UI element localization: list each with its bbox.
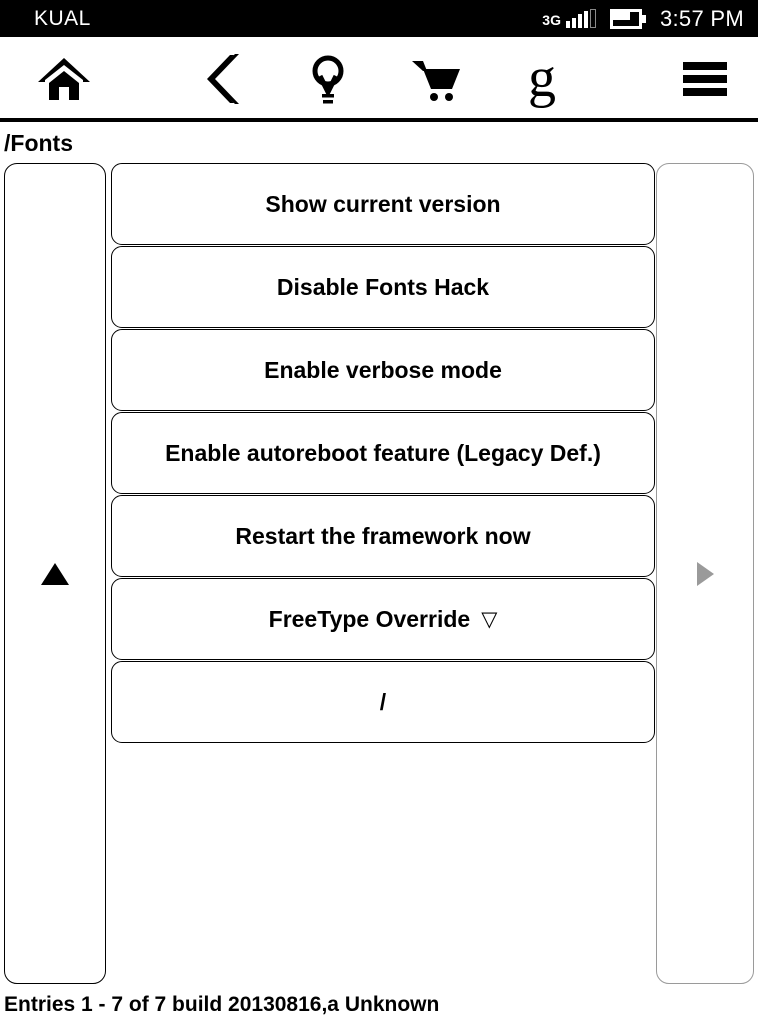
svg-text:g: g <box>528 50 556 108</box>
submenu-triangle-icon: ▽ <box>481 607 498 631</box>
signal-indicator: 3G <box>542 9 596 28</box>
clock-label: 3:57 PM <box>659 5 744 31</box>
battery-icon <box>609 8 646 29</box>
toolbar-separator <box>0 118 758 122</box>
breadcrumb: /Fonts <box>4 130 73 156</box>
light-button[interactable] <box>288 37 368 120</box>
home-button[interactable] <box>18 37 110 120</box>
menu-item[interactable]: / <box>111 661 655 743</box>
menu-item-label: Enable autoreboot feature (Legacy Def.) <box>165 439 601 466</box>
triangle-up-icon <box>41 562 69 585</box>
triangle-right-icon <box>696 561 714 586</box>
menu-item-label: Disable Fonts Hack <box>276 273 490 300</box>
menu-item-label: Show current version <box>265 190 501 217</box>
menu-item[interactable]: Enable verbose mode <box>111 329 655 411</box>
menu-item-label: / <box>379 688 387 715</box>
network-type-label: 3G <box>542 12 561 28</box>
goodreads-button[interactable]: g <box>505 37 579 120</box>
back-button[interactable] <box>178 37 264 120</box>
menu-item-label: Restart the framework now <box>235 522 531 549</box>
menu-item-label: FreeType Override <box>268 605 471 632</box>
cart-icon <box>412 60 460 101</box>
home-icon <box>38 57 90 100</box>
menu-item[interactable]: Restart the framework now <box>111 495 655 577</box>
menu-button[interactable] <box>662 37 748 120</box>
menu-item[interactable]: Enable autoreboot feature (Legacy Def.) <box>111 412 655 494</box>
back-icon <box>207 53 239 104</box>
menu-item[interactable]: Disable Fonts Hack <box>111 246 655 328</box>
signal-bars-icon <box>565 9 596 28</box>
store-button[interactable] <box>396 37 476 120</box>
goodreads-icon: g <box>528 50 556 108</box>
next-page-panel[interactable] <box>656 163 754 984</box>
status-indicators: 3G 3:57 PM <box>542 0 744 37</box>
scroll-up-panel[interactable] <box>4 163 106 984</box>
menu-item[interactable]: Show current version <box>111 163 655 245</box>
lightbulb-icon <box>312 55 344 103</box>
top-toolbar: g <box>0 37 758 120</box>
menu-item[interactable]: FreeType Override ▽ <box>111 578 655 660</box>
status-app-title: KUAL <box>34 6 91 30</box>
menu-item-label: Enable verbose mode <box>264 356 502 383</box>
footer-status: Entries 1 - 7 of 7 build 20130816,a Unkn… <box>4 993 440 1016</box>
menu-icon <box>683 61 727 96</box>
status-bar: KUAL 3G 3:57 PM <box>0 0 758 37</box>
